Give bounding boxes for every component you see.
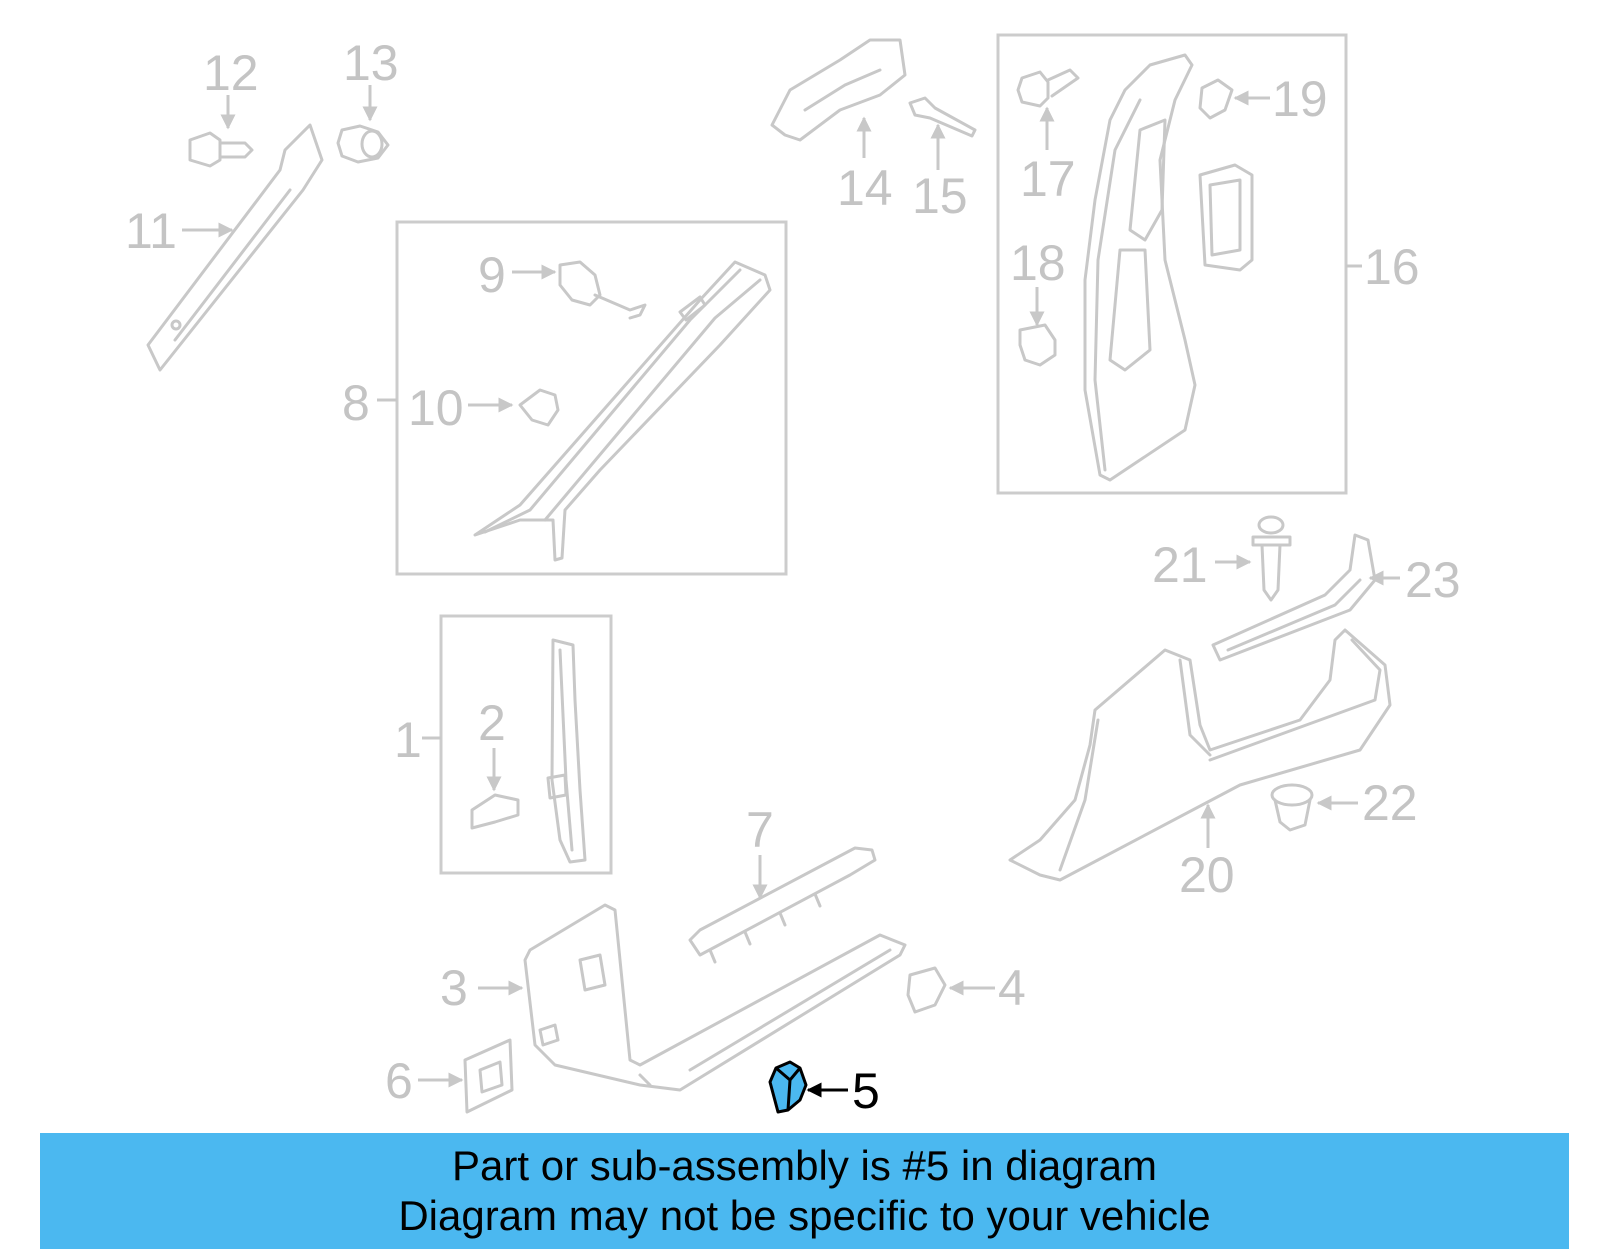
callout-18: 18 (1010, 235, 1066, 291)
callout-22: 22 (1362, 775, 1418, 831)
part-11-rail[interactable] (146, 123, 324, 372)
callout-19: 19 (1272, 71, 1328, 127)
callout-10: 10 (408, 380, 464, 436)
part-1-trim[interactable] (546, 638, 587, 864)
callout-12: 12 (203, 45, 259, 101)
part-14-bracket[interactable] (770, 38, 907, 142)
part-23-sill-strip[interactable] (1211, 533, 1377, 662)
info-banner: Part or sub-assembly is #5 in diagram Di… (40, 1133, 1569, 1249)
part-20-scuff-plate[interactable] (1008, 628, 1392, 882)
callout-4: 4 (998, 960, 1026, 1016)
callout-1: 1 (394, 712, 422, 768)
part-18-clip[interactable] (1018, 323, 1057, 367)
part-19-clip[interactable] (1198, 78, 1234, 120)
group-box-1 (439, 614, 613, 875)
part-21-screw[interactable] (1251, 515, 1292, 602)
callout-13: 13 (343, 35, 399, 91)
callout-7: 7 (746, 802, 774, 858)
part-8-pillar-trim[interactable] (473, 260, 772, 562)
part-17-screw[interactable] (1016, 68, 1080, 108)
callout-11: 11 (125, 203, 177, 259)
callout-21: 21 (1152, 537, 1208, 593)
group-box-16 (996, 33, 1348, 495)
callout-15: 15 (912, 168, 968, 224)
part-3-scuff-plate[interactable] (523, 903, 907, 1092)
callout-3: 3 (440, 960, 468, 1016)
part-16-bracket[interactable] (1198, 163, 1254, 272)
callout-14: 14 (837, 160, 893, 216)
part-15-pin[interactable] (908, 96, 977, 138)
callout-20: 20 (1179, 847, 1235, 903)
banner-line-disclaimer: Diagram may not be specific to your vehi… (398, 1192, 1211, 1239)
callout-8: 8 (342, 375, 370, 431)
callout-17: 17 (1020, 151, 1076, 207)
part-2-clip[interactable] (470, 793, 520, 830)
callout-16: 16 (1364, 239, 1420, 295)
part-12-screw[interactable] (188, 131, 254, 168)
callout-6: 6 (385, 1053, 413, 1109)
part-6-pad[interactable] (463, 1038, 514, 1114)
part-16-pillar-trim[interactable] (1083, 53, 1197, 482)
part-13-clip[interactable] (336, 124, 390, 164)
callout-5: 5 (852, 1063, 880, 1119)
callout-2: 2 (478, 695, 506, 751)
part-5-clip-highlighted[interactable] (768, 1060, 808, 1114)
part-22-grommet[interactable] (1270, 783, 1314, 832)
group-box-8 (395, 220, 788, 576)
banner-line-part: Part or sub-assembly is #5 in diagram (452, 1142, 1157, 1189)
part-9-clip[interactable] (558, 260, 647, 320)
part-4-clip[interactable] (906, 966, 947, 1014)
part-7-strip[interactable] (688, 846, 877, 964)
callout-23: 23 (1405, 552, 1461, 608)
callout-9: 9 (478, 247, 506, 303)
part-10-clip[interactable] (518, 388, 560, 427)
